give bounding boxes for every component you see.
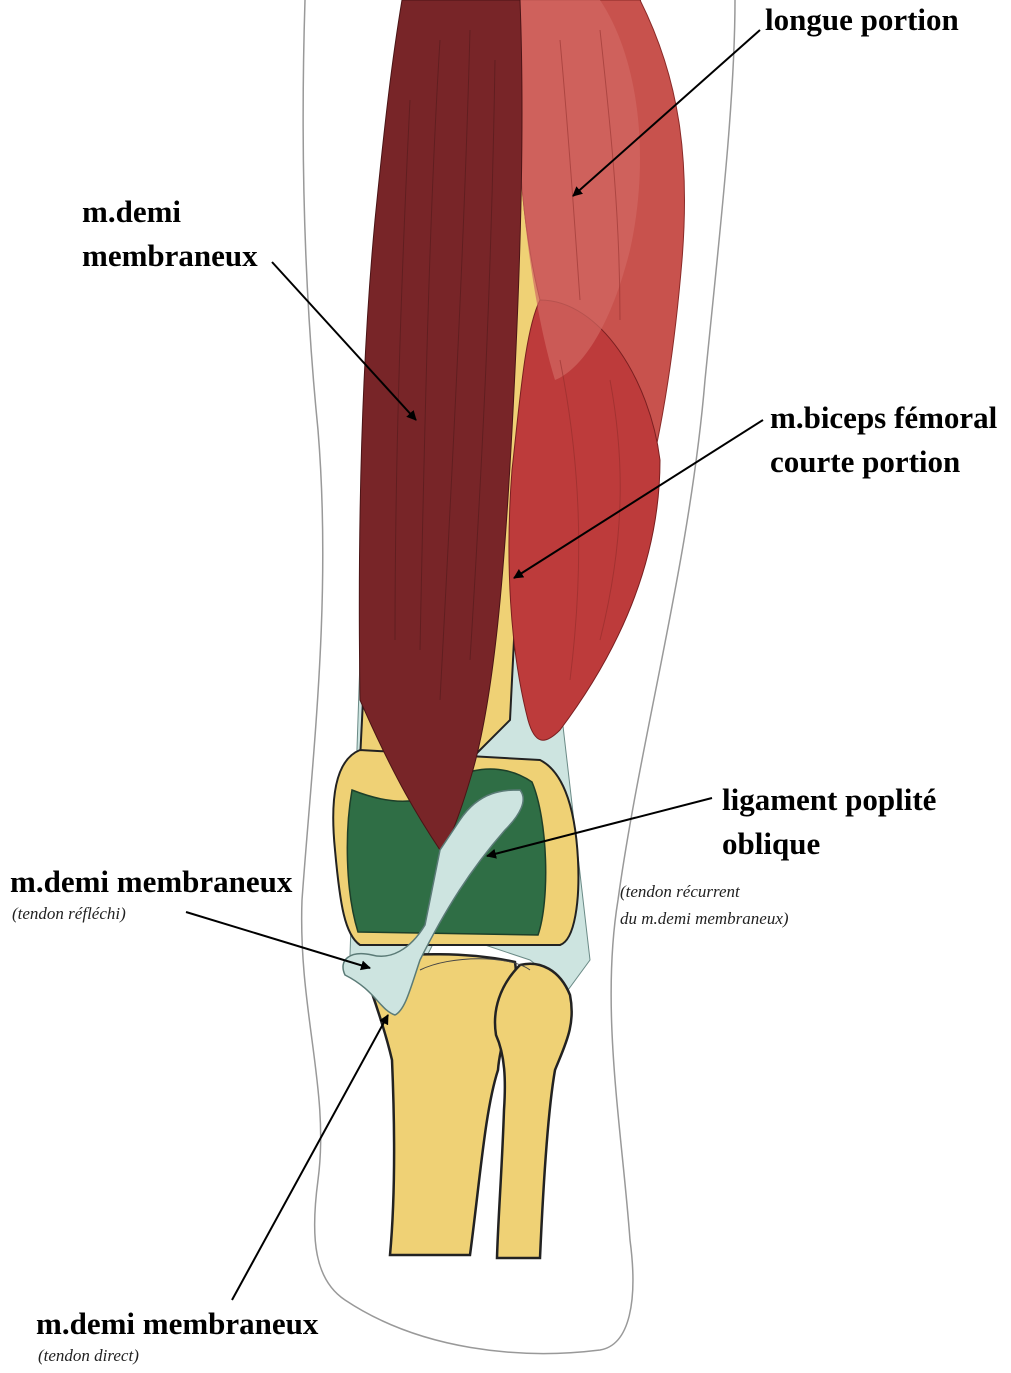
note-direct-tendon: (tendon direct)	[38, 1342, 139, 1369]
label-oblique-line2: oblique	[722, 822, 936, 866]
label-biceps-long-line1: longue portion	[765, 2, 959, 37]
label-direct-tendon: m.demi membraneux	[36, 1302, 318, 1346]
label-reflected-tendon: m.demi membraneux	[10, 860, 292, 904]
note-reflected-tendon: (tendon réfléchi)	[12, 900, 126, 927]
label-oblique-popliteal-ligament: ligament poplité oblique	[722, 778, 936, 866]
label-biceps-short-line1: m.biceps fémoral	[770, 396, 997, 440]
label-biceps-short-line2: courte portion	[770, 440, 997, 484]
label-oblique-line1: ligament poplité	[722, 778, 936, 822]
note-reflected-line1: (tendon réfléchi)	[12, 900, 126, 927]
note-direct-line1: (tendon direct)	[38, 1342, 139, 1369]
label-reflected-line1: m.demi membraneux	[10, 860, 292, 904]
label-biceps-short-head: m.biceps fémoral courte portion	[770, 396, 997, 484]
label-direct-line1: m.demi membraneux	[36, 1302, 318, 1346]
label-biceps-long-head: longue portion	[765, 0, 959, 42]
label-semimembranosus-upper: m.demi membraneux	[82, 190, 258, 278]
note-oblique-line2: du m.demi membraneux)	[620, 905, 789, 932]
note-oblique-popliteal: (tendon récurrent du m.demi membraneux)	[620, 878, 789, 932]
note-oblique-line1: (tendon récurrent	[620, 878, 789, 905]
label-semimembranosus-line2: membraneux	[82, 234, 258, 278]
label-semimembranosus-line1: m.demi	[82, 190, 258, 234]
